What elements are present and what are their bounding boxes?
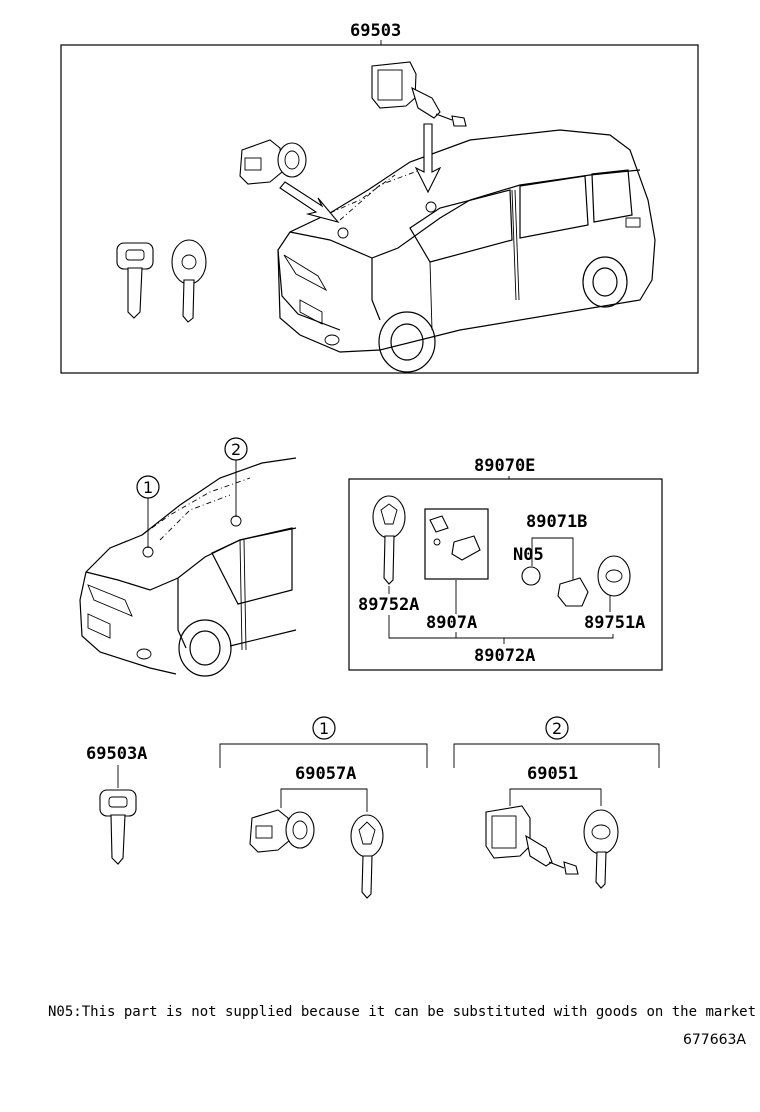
key-master-top: [116, 242, 154, 319]
van-callout-group: 1 2: [79, 437, 297, 677]
label-8907A: 8907A: [426, 613, 477, 633]
label-N05: N05: [513, 545, 544, 565]
set-1-callout-circle: [312, 716, 336, 740]
set-2-callout-text: 2: [552, 719, 562, 738]
door-cylinder-top: [239, 139, 307, 185]
key-set-box: [348, 478, 663, 671]
set-2-callout-circle: [545, 716, 569, 740]
label-69503A: 69503A: [86, 744, 147, 764]
key-set-group: 89070E 89071B N05 89752A 8907A 89: [348, 456, 663, 671]
label-89072A: 89072A: [474, 646, 535, 666]
callout-1-text: 1: [143, 478, 153, 497]
set-2-bracket: [453, 743, 660, 768]
spare-key-group: 69503A: [86, 744, 147, 865]
leader-89071B: [531, 537, 574, 580]
transmitter-cover: [557, 577, 589, 607]
label-89751A: 89751A: [584, 613, 645, 633]
arrow-ignition: [414, 123, 442, 194]
set-1-group: 1 69057A: [219, 716, 428, 899]
label-89071B: 89071B: [526, 512, 587, 532]
label-69503: 69503: [350, 21, 401, 41]
set-2-group: 2 69051: [453, 716, 660, 889]
leader-89072A: [388, 615, 614, 639]
top-assembly-group: 69503: [60, 21, 699, 374]
ignition-cylinder-top: [371, 61, 467, 127]
key-89752A: [372, 495, 406, 585]
callout-2-text: 2: [231, 440, 241, 459]
n05-battery: [521, 566, 541, 586]
set-1-callout-text: 1: [319, 719, 329, 738]
label-69057A: 69057A: [295, 764, 356, 784]
label-69051: 69051: [527, 764, 578, 784]
van-illustration-top: [277, 129, 656, 373]
label-89752A: 89752A: [358, 595, 419, 615]
label-89070E: 89070E: [474, 456, 535, 476]
key-89751A: [597, 555, 631, 612]
set-1-bracket: [219, 743, 428, 768]
top-assembly-box: [60, 44, 699, 374]
key-remote-top: [171, 239, 207, 323]
figure-number: 677663A: [682, 1032, 746, 1048]
chip-box-8907A: [424, 508, 489, 580]
footnote: N05:This part is not supplied because it…: [48, 1004, 757, 1020]
arrow-door: [279, 181, 340, 223]
